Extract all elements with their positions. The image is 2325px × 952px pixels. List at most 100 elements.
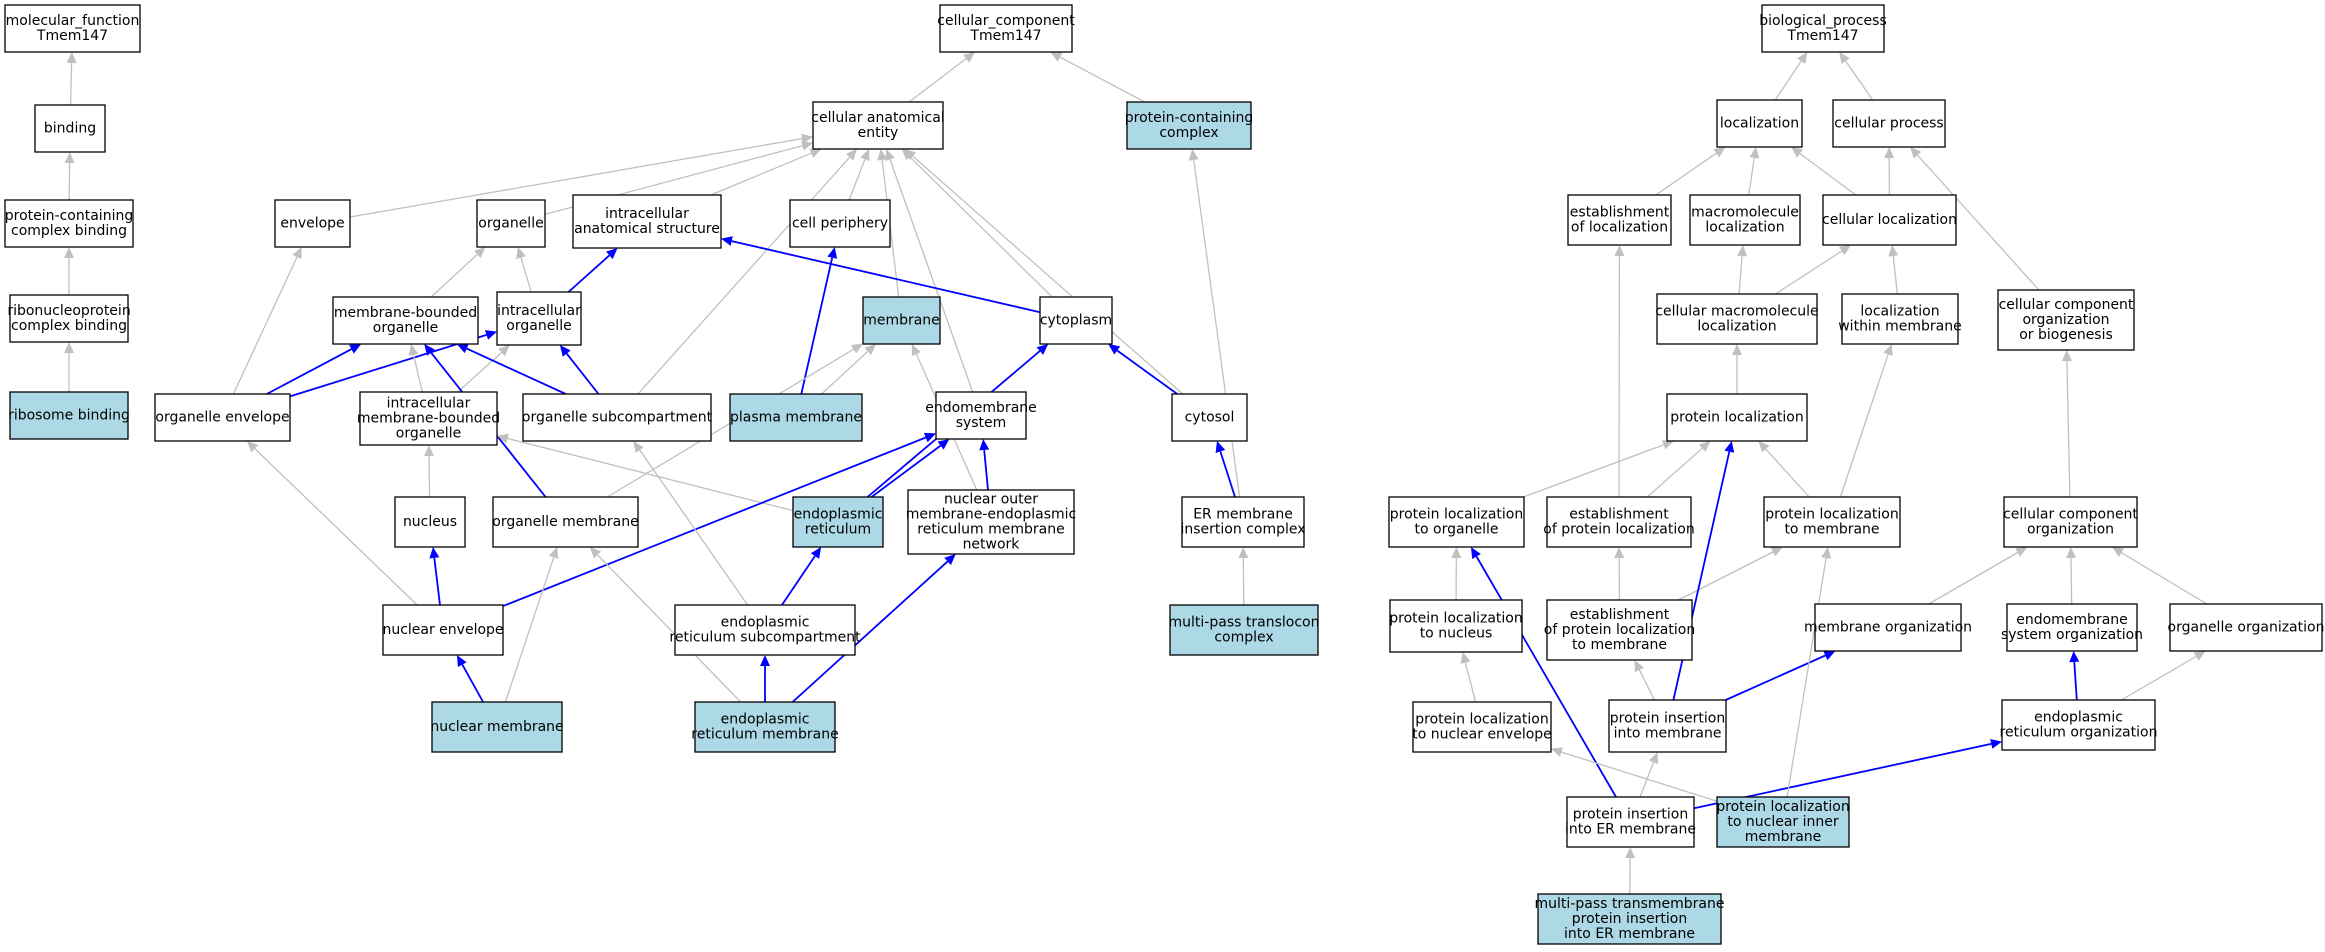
arrowhead-cytoplasm-to-ias [721, 236, 733, 246]
edge-er_membrane-to-nom_er [791, 560, 949, 703]
node-label-mf_root-line-0: molecular_function [6, 13, 140, 29]
arrowhead-org_membrane-to-membrane [851, 343, 863, 354]
node-plasma_membrane[interactable]: plasma membrane [729, 393, 863, 442]
node-cell_periphery[interactable]: cell periphery [789, 199, 891, 248]
node-nuc_membrane[interactable]: nuclear membrane [430, 701, 564, 753]
edge-cytoplasm-to-cae [909, 156, 1053, 298]
node-box-nuc_membrane [431, 701, 563, 753]
edge-envelope-to-cae [349, 137, 803, 218]
node-box-pi_er [1566, 796, 1695, 848]
node-label-rnp_binding-line-1: complex binding [11, 318, 127, 334]
arrowhead-pi_mem-to-prot_loc [1724, 441, 1735, 453]
node-nuc_env[interactable]: nuclear envelope [382, 604, 504, 656]
node-localization[interactable]: localization [1716, 99, 1803, 148]
node-nom_er[interactable]: nuclear outermembrane-endoplasmicreticul… [906, 489, 1076, 555]
node-label-ribosome_binding-line-0: ribosome binding [8, 408, 130, 424]
edge-pi_mem-to-mem_org [1725, 654, 1826, 701]
node-label-er_subc-line-0: endoplasmic [721, 615, 810, 631]
arrowhead-er-to-cytoplasm [1036, 344, 1049, 355]
node-box-cell_process [1832, 99, 1946, 148]
node-label-org_env-line-0: organelle envelope [155, 410, 289, 426]
edge-emc-to-cytosol [1219, 451, 1236, 498]
node-cytosol[interactable]: cytosol [1171, 393, 1248, 442]
arrowhead-localization-to-bp_root [1797, 52, 1808, 64]
node-box-plasma_membrane [729, 393, 863, 442]
arrowhead-org_subc-to-mbo [456, 344, 469, 354]
node-cell_process[interactable]: cellular process [1832, 99, 1946, 148]
node-organelle[interactable]: organelle [476, 199, 546, 248]
edge-imbo-to-io [457, 351, 503, 393]
node-box-pl_nim [1716, 796, 1850, 848]
node-org_org[interactable]: organelle organization [2168, 603, 2325, 652]
arrowhead-cell_process-to-bp_root [1839, 52, 1850, 64]
node-label-nuc_env-line-0: nuclear envelope [382, 622, 503, 638]
arrowhead-rnp_binding-to-pc_binding [64, 247, 74, 258]
arrowhead-er-to-imbo [497, 433, 509, 444]
arrowhead-cell_macro_loc-to-cell_loc [1839, 245, 1851, 256]
node-prot_loc[interactable]: protein localization [1666, 393, 1808, 442]
node-envelope[interactable]: envelope [274, 199, 351, 248]
node-box-cc_root [939, 4, 1073, 53]
node-cell_loc[interactable]: cellular localization [1822, 194, 1957, 246]
node-ribosome_binding[interactable]: ribosome binding [8, 391, 130, 440]
edge-cell_periphery-to-cae [848, 159, 866, 201]
node-box-envelope [274, 199, 351, 248]
node-label-io-line-0: intracellular [497, 303, 581, 319]
node-org_membrane[interactable]: organelle membrane [492, 496, 639, 548]
node-org_subc[interactable]: organelle subcompartment [522, 393, 713, 442]
node-label-cae-line-0: cellular anatomical [811, 110, 944, 126]
edge-mbo-to-organelle [430, 253, 478, 298]
node-binding[interactable]: binding [34, 104, 106, 153]
arrowhead-emc-to-pc_complex [1188, 149, 1199, 161]
node-box-cell_periphery [789, 199, 891, 248]
edge-cell_process-to-bp_root [1845, 60, 1874, 101]
node-box-pl_nuc_env [1412, 701, 1552, 753]
node-nucleus[interactable]: nucleus [394, 496, 466, 548]
node-org_env[interactable]: organelle envelope [154, 393, 291, 442]
node-label-cco-line-1: organization [2027, 522, 2114, 538]
node-label-mf_root-line-1: Tmem147 [36, 28, 108, 44]
node-label-prot_loc-line-0: protein localization [1670, 410, 1803, 426]
node-membrane[interactable]: membrane [862, 296, 941, 345]
node-cytoplasm[interactable]: cytoplasm [1039, 296, 1113, 345]
node-box-pl_nucleus [1389, 599, 1523, 653]
arrowhead-mp_tm-to-pi_er [1625, 847, 1636, 859]
node-label-pl_nuc_env-line-1: to nuclear envelope [1412, 727, 1552, 743]
node-mem_org[interactable]: membrane organization [1804, 603, 1972, 652]
